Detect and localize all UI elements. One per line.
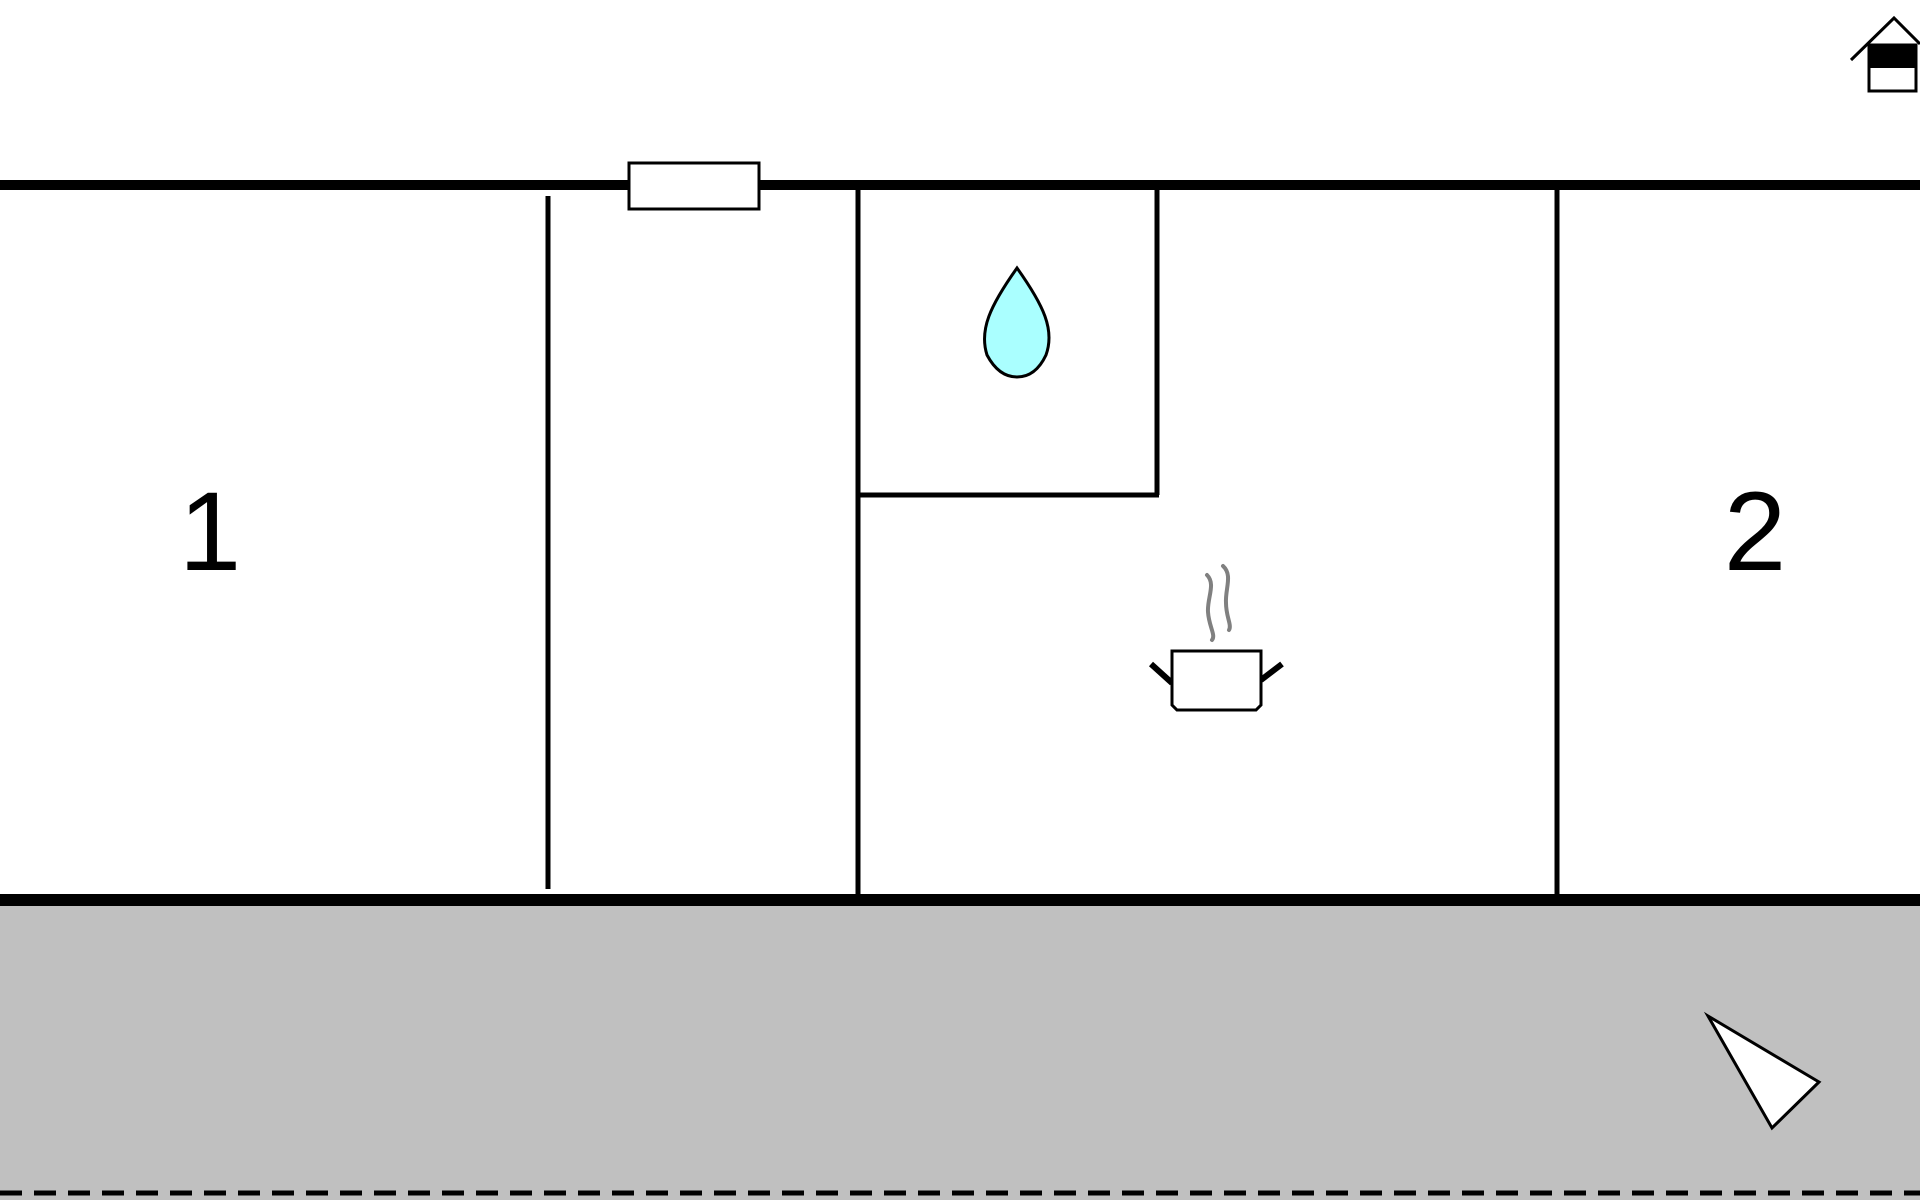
room-label-1: 1 <box>179 469 241 594</box>
street-area <box>0 900 1920 1200</box>
door-icon[interactable] <box>627 161 761 211</box>
compass-arrow-icon[interactable] <box>1703 1011 1822 1131</box>
cooking-pot-icon <box>1148 564 1284 712</box>
home-icon[interactable] <box>1849 15 1920 93</box>
room-label-2: 2 <box>1724 469 1786 594</box>
water-drop-icon <box>982 265 1051 379</box>
